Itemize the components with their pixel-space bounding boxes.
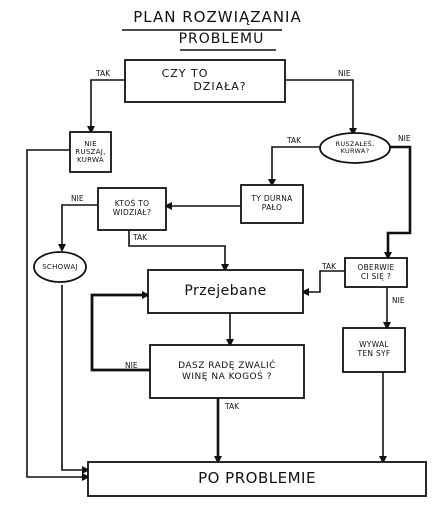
label-dasz-tak: TAK xyxy=(225,402,240,411)
label-ktos-tak: TAK xyxy=(133,233,148,242)
czy-line2: DZIAŁA? xyxy=(193,80,247,93)
node-oberwie-box xyxy=(344,257,408,288)
ruszales-line2: KURWA? xyxy=(340,147,370,155)
node-po-problemie: PO PROBLEMIE xyxy=(198,469,316,488)
ruszales-line1: RUSZAŁEŚ, xyxy=(335,139,375,148)
edge-dasz-nie xyxy=(90,291,150,372)
node-wywal-ten-syf: WYWAL TEN SYF xyxy=(343,328,405,372)
node-ruszales-ellipse xyxy=(319,132,391,164)
wywal-line2: TEN SYF xyxy=(357,349,391,358)
ktos-line2: WIDZIAŁ? xyxy=(112,208,152,217)
node-dasz-rade-box xyxy=(149,344,305,399)
node-czy-to-dziala: CZY TO DZIAŁA? xyxy=(125,60,285,102)
edge-czy-tak xyxy=(87,79,125,134)
label-czy-tak: TAK xyxy=(96,69,111,78)
edge-ktos-tak xyxy=(128,230,229,272)
node-przejebane: Przejebane xyxy=(184,283,267,300)
edge-ktos-nie xyxy=(58,204,98,252)
czy-line1: CZY TO xyxy=(161,67,209,81)
node-schowaj: SCHOWAJ xyxy=(42,262,78,271)
label-ktos-nie: NIE xyxy=(71,194,84,203)
label-czy-nie: NIE xyxy=(338,69,351,78)
node-po-problemie-box xyxy=(87,461,427,497)
ktos-line1: KTOŚ TO xyxy=(114,199,150,209)
dasz-line2: WINĘ NA KOGOŚ ? xyxy=(182,371,272,382)
label-ruszales-nie: NIE xyxy=(398,134,411,143)
wywal-line1: WYWAL xyxy=(359,340,389,350)
label-ruszales-tak: TAK xyxy=(287,136,302,145)
edge-czy-nie xyxy=(285,79,357,136)
palo-line2: PAŁO xyxy=(261,203,283,212)
node-ktos-to-widzial-box xyxy=(97,187,167,231)
node-nie-ruszaj: NIE RUSZAJ, KURWA xyxy=(70,132,111,172)
edge-oberwie-tak xyxy=(301,270,345,296)
edge-ruszales-nie xyxy=(384,145,412,260)
label-oberwie-nie: NIE xyxy=(392,296,405,305)
diagram-subtitle: PROBLEMU xyxy=(178,31,265,47)
nieruszaj-line2: RUSZAJ, xyxy=(75,147,106,156)
node-ktos-to-widzial: KTOŚ TO WIDZIAŁ? xyxy=(98,188,166,230)
node-ruszales: RUSZAŁEŚ, KURWA? xyxy=(320,133,390,163)
label-dasz-nie: NIE xyxy=(125,361,138,370)
diagram-title: PLAN ROZWIĄZANIA xyxy=(133,8,302,26)
dasz-line1: DASZ RADĘ ZWALIĆ xyxy=(178,361,276,372)
node-nie-ruszaj-box xyxy=(69,131,112,173)
palo-line1: TY DURNA xyxy=(251,194,293,204)
nieruszaj-line3: KURWA xyxy=(77,156,104,165)
node-schowaj-ellipse xyxy=(33,251,87,283)
node-przejebane-box xyxy=(147,269,304,314)
label-oberwie-tak: TAK xyxy=(322,262,337,271)
edge-nieruszaj-po xyxy=(26,149,90,481)
node-oberwie-ci-sie: OBERWIE CI SIĘ ? xyxy=(345,258,407,287)
edge-ruszales-tak xyxy=(268,146,320,187)
node-ty-durna-palo: TY DURNA PAŁO xyxy=(241,185,303,223)
node-czy-to-dziala-box xyxy=(124,59,286,103)
oberwie-line2: CI SIĘ ? xyxy=(360,271,392,281)
node-wywal-box xyxy=(342,327,406,373)
node-dasz-rade: DASZ RADĘ ZWALIĆ WINĘ NA KOGOŚ ? xyxy=(150,345,304,398)
nieruszaj-line1: NIE xyxy=(84,139,97,148)
edge-schowaj-po xyxy=(61,285,90,474)
oberwie-line1: OBERWIE xyxy=(357,262,395,272)
node-ty-durna-palo-box xyxy=(240,184,304,224)
